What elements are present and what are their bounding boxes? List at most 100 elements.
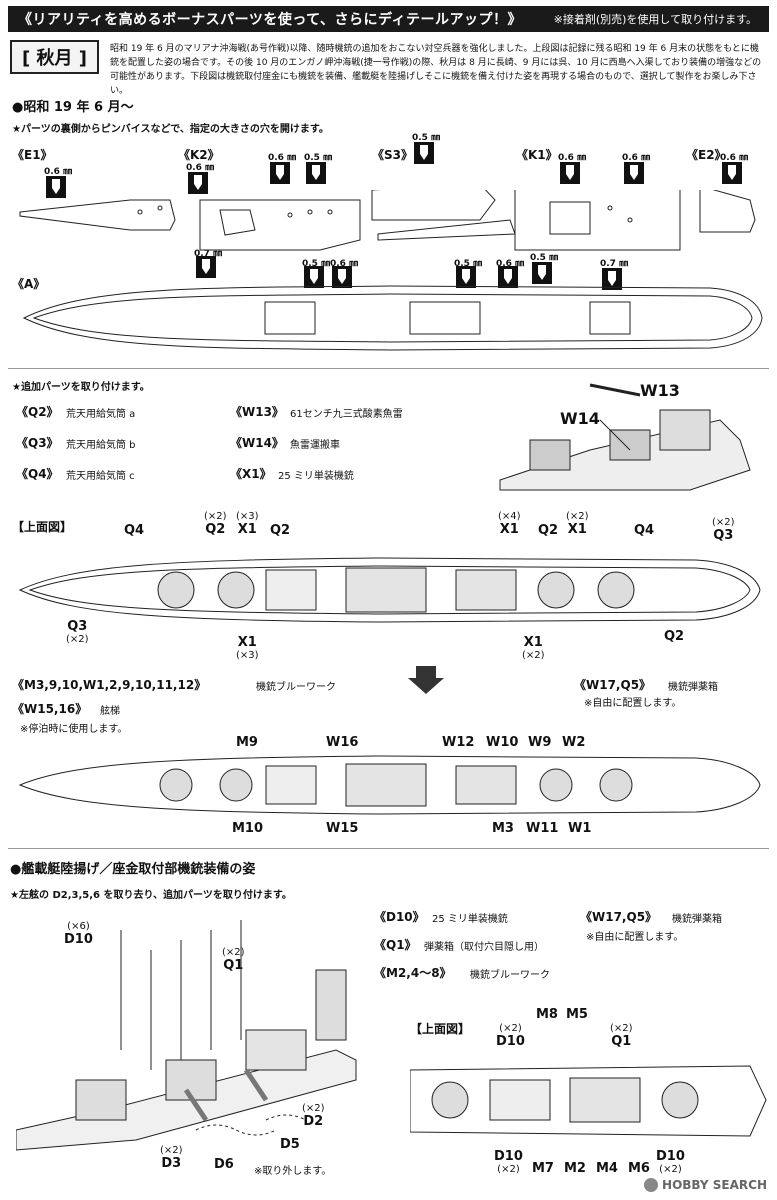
drill-size-k1f: 0.7 ㎜ <box>600 259 629 269</box>
drill-icon <box>332 266 352 288</box>
part-d10-name: 25 ミリ単装機銃 <box>432 914 508 925</box>
section1-heading: ●昭和 19 年 6 月～ <box>12 100 134 115</box>
callout-d5: D5 <box>280 1137 300 1152</box>
drill-icon <box>560 162 580 184</box>
part-q1-name: 弾薬箱（取付穴目隠し用） <box>424 942 544 953</box>
callout-q3-b: Q3(×2) <box>66 619 89 645</box>
callout-d6: D6 <box>214 1157 234 1172</box>
part-w14-id: 《W14》 <box>230 436 284 450</box>
callout-q1-b: (×2)Q1 <box>610 1023 633 1049</box>
callout-m5: M5 <box>566 1007 588 1022</box>
torpedo-illustration <box>499 383 751 491</box>
callout-q2-b: Q2 <box>270 523 291 538</box>
callout-w11: W11 <box>526 821 559 836</box>
line2-name: 舷梯 <box>100 706 120 717</box>
drill-icon <box>196 256 216 278</box>
part-m2-name: 機銃ブルーワーク <box>470 970 550 981</box>
deck-parts-drawing <box>19 190 763 351</box>
callout-d10-d: D10(×2) <box>656 1149 685 1175</box>
drill-icon <box>498 266 518 288</box>
drill-icon <box>306 162 326 184</box>
line1-id: 《M3,9,10,W1,2,9,10,11,12》 <box>12 678 207 692</box>
part-w13-name: 61センチ九三式酸素魚雷 <box>290 409 403 420</box>
part-q2-id: 《Q2》 <box>16 405 59 419</box>
drill-icon <box>414 142 434 164</box>
callout-x1-d: X1(×3) <box>236 635 259 661</box>
drill-icon <box>46 176 66 198</box>
callout-w14: W14 <box>560 409 600 428</box>
remove-note: ※取り外します。 <box>254 1166 332 1177</box>
callout-q2-d: Q2 <box>664 629 685 644</box>
callout-w16: W16 <box>326 735 359 750</box>
drill-size-e2: 0.6 ㎜ <box>720 153 749 163</box>
part-w13-id: 《W13》 <box>230 405 284 419</box>
drill-size-k2c: 0.5 ㎜ <box>304 153 333 163</box>
callout-d3: (×2)D3 <box>160 1145 183 1171</box>
drill-icon <box>270 162 290 184</box>
callout-d10-b: (×2)D10 <box>496 1023 525 1049</box>
callout-x1-c: (×2)X1 <box>566 511 589 537</box>
boat-removal-illustration <box>16 920 357 1151</box>
callout-q4-a: Q4 <box>124 523 145 538</box>
line1-name: 機銃ブルーワーク <box>256 682 336 693</box>
callout-w15: W15 <box>326 821 359 836</box>
drill-size-k1a: 0.6 ㎜ <box>558 153 587 163</box>
callout-m8: M8 <box>536 1007 558 1022</box>
top-view-label-2: 【上面図】 <box>410 1022 471 1036</box>
section4-heading: ●艦載艇陸揚げ／座金取付部機銃装備の姿 <box>10 862 256 877</box>
drill-size-k1d: 0.6 ㎜ <box>496 259 525 269</box>
drill-icon <box>304 266 324 288</box>
callout-m2: M2 <box>564 1161 586 1176</box>
callout-m3: M3 <box>492 821 514 836</box>
drill-size-k1b: 0.6 ㎜ <box>622 153 651 163</box>
drill-size-k1c: 0.5 ㎜ <box>454 259 483 269</box>
part-q4-name: 荒天用給気筒 c <box>66 471 135 482</box>
drill-icon <box>456 266 476 288</box>
watermark: HOBBY SEARCH <box>644 1178 767 1192</box>
header-note: ※接着剤(別売)を使用して取り付けます。 <box>553 13 757 26</box>
header-title: 《リアリティを高めるボーナスパーツを使って、さらにディテールアップ！》 <box>18 12 522 28</box>
part-q4-id: 《Q4》 <box>16 467 59 481</box>
ammo-name-1: 機銃弾薬箱 <box>668 682 718 693</box>
watermark-logo-icon <box>644 1178 659 1192</box>
part-s3-label: 《S3》 <box>372 148 413 162</box>
drill-size-k2d: 0.7 ㎜ <box>194 249 223 259</box>
callout-w1: W1 <box>568 821 592 836</box>
drill-note: ★パーツの裏側からピンバイスなどで、指定の大きさの穴を開けます。 <box>12 124 329 135</box>
callout-w2: W2 <box>562 735 586 750</box>
arrow-down-icon <box>408 666 444 694</box>
part-a-label: 《A》 <box>12 277 46 291</box>
drill-size-e1: 0.6 ㎜ <box>44 167 73 177</box>
part-k2-label: 《K2》 <box>178 148 220 162</box>
part-x1-id: 《X1》 <box>230 467 272 481</box>
ammo-id-2: 《W17,Q5》 <box>580 910 658 924</box>
ship-name: [ 秋月 ] <box>10 40 99 74</box>
section4-note: ★左舷の D2,3,5,6 を取り去り、追加パーツを取り付けます。 <box>10 890 292 901</box>
callout-m7: M7 <box>532 1161 554 1176</box>
part-w14-name: 魚雷運搬車 <box>290 440 340 451</box>
header-bar: 《リアリティを高めるボーナスパーツを使って、さらにディテールアップ！》 ※接着剤… <box>8 6 769 32</box>
callout-d2: (×2)D2 <box>302 1103 325 1129</box>
part-e2-label: 《E2》 <box>686 148 727 162</box>
drill-size-k2e: 0.5 ㎜ <box>302 259 331 269</box>
part-q3-name: 荒天用給気筒 b <box>66 440 136 451</box>
line2-note: ※停泊時に使用します。 <box>20 724 128 735</box>
part-e1-label: 《E1》 <box>12 148 53 162</box>
top-view-hull-3 <box>410 1065 767 1137</box>
callout-d10-a: (×6)D10 <box>64 921 93 947</box>
callout-w12: W12 <box>442 735 475 750</box>
ammo-id-1: 《W17,Q5》 <box>574 678 652 692</box>
drill-size-s3: 0.5 ㎜ <box>412 133 441 143</box>
ammo-note-1: ※自由に配置します。 <box>584 698 682 709</box>
part-q3-id: 《Q3》 <box>16 436 59 450</box>
intro-text: 昭和 19 年 6 月のマリアナ沖海戦(あ号作戦)以降、随時機銃の追加をおこない… <box>110 44 762 96</box>
drill-size-k2b: 0.6 ㎜ <box>268 153 297 163</box>
drill-icon <box>624 162 644 184</box>
callout-m10: M10 <box>232 821 264 836</box>
divider <box>8 368 769 369</box>
drill-icon <box>602 268 622 290</box>
part-d10-id: 《D10》 <box>374 910 425 924</box>
top-view-label-1: 【上面図】 <box>12 520 73 534</box>
drill-icon <box>188 172 208 194</box>
callout-q3-a: (×2)Q3 <box>712 517 735 543</box>
